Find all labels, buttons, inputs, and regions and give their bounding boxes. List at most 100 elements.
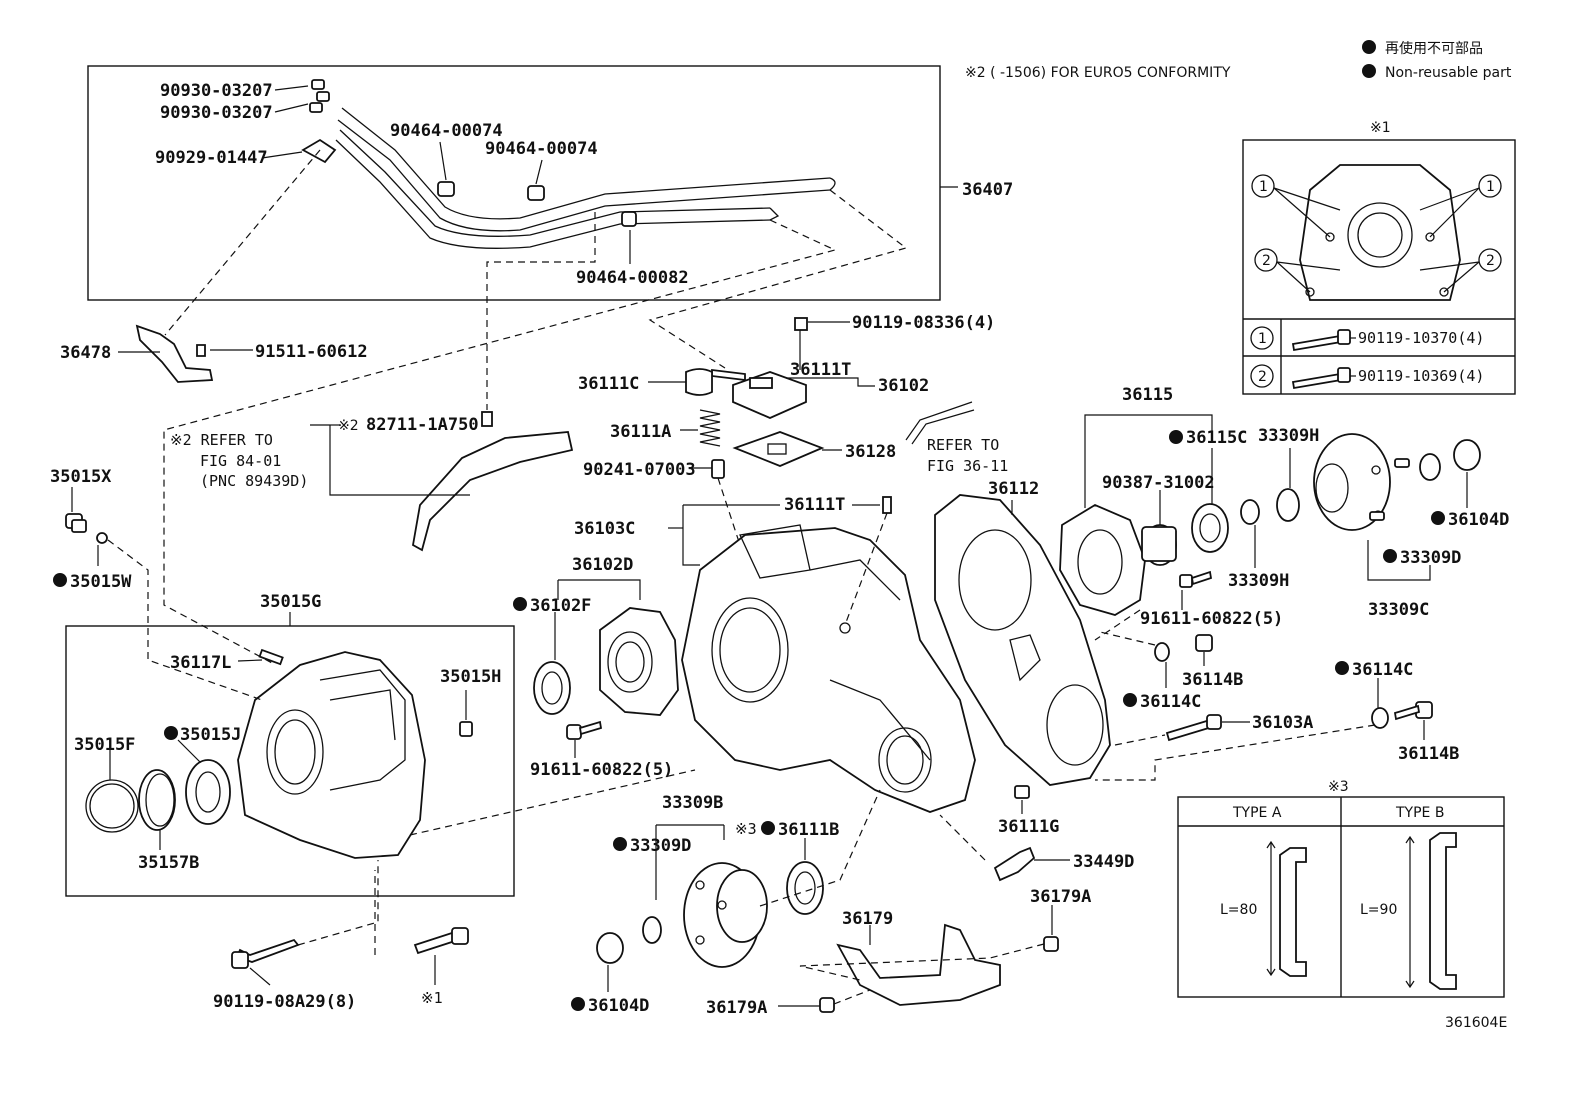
bolt-90119-08A29: 90119-08A29(8) xyxy=(213,938,356,1012)
pipe-assembly-group: 36407 90930-03207 90930-03207 90929-0144… xyxy=(87,65,1013,301)
ref-36-11-line2: FIG 36-11 xyxy=(927,457,1008,475)
ref-84-01-line2: FIG 84-01 xyxy=(200,452,281,470)
snap-ring-icon xyxy=(85,779,139,833)
callout-36179A-b: 36179A xyxy=(1030,887,1091,907)
clip-icon xyxy=(621,211,637,227)
callout-36111T-b: 36111T xyxy=(784,495,845,515)
bracket-82711: ※2 82711-1A750 ※2 REFER TO FIG 84-01 (PN… xyxy=(170,411,574,552)
callout-35015X: 35015X xyxy=(50,467,112,487)
callout-36111A: 36111A xyxy=(610,422,671,442)
hose-clip-icon xyxy=(301,79,337,164)
callout-mark-3: ※3 xyxy=(735,820,757,838)
inset-mark3: ※3 TYPE A TYPE B L=80 L=90 xyxy=(1177,779,1505,998)
callout-33309H-b: 33309H xyxy=(1228,571,1289,591)
legend: 再使用不可部品 Non-reusable part xyxy=(1362,40,1512,81)
circle-1-label: 1 xyxy=(1258,331,1267,347)
cover-36102-group: 90119-08336(4) 36111T 36102 36111C 36111… xyxy=(578,313,995,480)
callout-circle-1-right xyxy=(1478,174,1502,198)
non-reusable-dot-icon xyxy=(571,997,585,1011)
bearing-icon xyxy=(1191,503,1229,553)
callout-33449D: 33449D xyxy=(1073,852,1134,872)
pipe-line-lower xyxy=(339,129,771,237)
non-reusable-dot-icon xyxy=(164,726,178,740)
callout-35157B: 35157B xyxy=(138,853,199,873)
callout-36102: 36102 xyxy=(878,376,929,396)
callout-35015H: 35015H xyxy=(440,667,501,687)
callout-36104D-a: 36104D xyxy=(588,996,649,1016)
callout-36115C: 36115C xyxy=(1186,428,1247,448)
bolt-mark1: ※1 xyxy=(413,927,469,1007)
non-reusable-dot-icon xyxy=(1362,64,1376,78)
legend-en-label: Non-reusable part xyxy=(1385,65,1512,81)
inset1-frame xyxy=(1242,139,1516,395)
inset1-row2-part: 90119-10369(4) xyxy=(1358,367,1484,385)
dowel-pin-icon xyxy=(1014,785,1030,799)
clip-icon xyxy=(437,181,455,197)
non-reusable-dot-icon xyxy=(761,821,775,835)
callout-36102F: 36102F xyxy=(530,596,591,616)
rear-housing-body xyxy=(237,651,426,859)
inset1-title: ※1 xyxy=(1370,120,1391,136)
ref-36-11-line1: REFER TO xyxy=(927,436,999,454)
callout-36104D-b: 36104D xyxy=(1448,510,1509,530)
callout-36128: 36128 xyxy=(845,442,896,462)
non-reusable-dot-icon xyxy=(1335,661,1349,675)
callout-35015W: 35015W xyxy=(70,572,132,592)
flange-33309C: 36104D 33309D 33309C xyxy=(1313,433,1509,620)
non-reusable-dot-icon xyxy=(613,837,627,851)
callout-36114B-b: 36114B xyxy=(1398,744,1459,764)
pipe-line-upper xyxy=(341,107,831,220)
oil-seal-icon xyxy=(533,661,571,715)
clip-icon xyxy=(527,185,545,201)
callout-mark-1-bottom: ※1 xyxy=(421,989,443,1007)
circle-2-label: 2 xyxy=(1262,253,1271,269)
callout-91611-60822-b: 91611-60822(5) xyxy=(1140,609,1283,629)
non-reusable-dot-icon xyxy=(1383,549,1397,563)
circle-2-label: 2 xyxy=(1258,369,1267,385)
non-reusable-dot-icon xyxy=(1431,511,1445,525)
ref-mark-2: ※2 xyxy=(338,418,359,434)
callout-36407: 36407 xyxy=(962,180,1013,200)
callout-circle-2-left xyxy=(1254,248,1278,272)
callout-36111T-a: 36111T xyxy=(790,360,851,380)
callout-36114B-a: 36114B xyxy=(1182,670,1243,690)
callout-36102D: 36102D xyxy=(572,555,633,575)
drain-plug-group: 36114C 36114B 36103A 36114C 36114B xyxy=(1123,634,1459,764)
callout-90929-01447: 90929-01447 xyxy=(155,148,268,168)
circle-1-label: 1 xyxy=(1259,179,1268,195)
callout-33309B: 33309B xyxy=(662,793,723,813)
transfer-case-36103C: 36103C 36111T xyxy=(574,495,976,813)
callout-90464-00074-a: 90464-00074 xyxy=(390,121,503,141)
callout-90387-31002: 90387-31002 xyxy=(1102,473,1215,493)
callout-90119-08336: 90119-08336(4) xyxy=(852,313,995,333)
non-reusable-dot-icon xyxy=(1362,40,1376,54)
circle-2-label: 2 xyxy=(1486,253,1495,269)
flange-33309B: 33309B 33309D 36104D ※3 36111B xyxy=(571,793,839,1016)
seal-type-a-profile xyxy=(1279,847,1307,977)
type-b-header: TYPE B xyxy=(1395,805,1444,821)
euro5-note: ※2 ( -1506) FOR EURO5 CONFORMITY xyxy=(965,65,1231,81)
callout-36478: 36478 xyxy=(60,343,111,363)
callout-35015G: 35015G xyxy=(260,592,321,612)
seal-type-b-profile xyxy=(1429,832,1457,990)
non-reusable-dot-icon xyxy=(1123,693,1137,707)
callout-91511-60612: 91511-60612 xyxy=(255,342,368,362)
callout-36114C-b: 36114C xyxy=(1352,660,1413,680)
extension-36115: 36115 90387-31002 36115C 33309H 33309H 9… xyxy=(1059,385,1319,629)
lock-nut-icon xyxy=(1453,439,1481,471)
callout-90464-00082: 90464-00082 xyxy=(576,268,689,288)
legend-jp-label: 再使用不可部品 xyxy=(1385,40,1483,57)
inset1-row1-part: 90119-10370(4) xyxy=(1358,329,1484,347)
plug-35015X: 35015X 35015W xyxy=(50,467,132,592)
pipe-assembly-frame xyxy=(87,65,941,301)
callout-36112: 36112 xyxy=(988,479,1039,499)
inset3-title: ※3 xyxy=(1328,779,1349,795)
callout-36114C-a: 36114C xyxy=(1140,692,1201,712)
circle-1-label: 1 xyxy=(1486,179,1495,195)
ref-84-01-line3: (PNC 89439D) xyxy=(200,472,308,490)
lock-nut-icon xyxy=(596,932,624,964)
callout-36115: 36115 xyxy=(1122,385,1173,405)
type-a-length: L=80 xyxy=(1220,902,1257,918)
callout-35015J: 35015J xyxy=(180,725,241,745)
